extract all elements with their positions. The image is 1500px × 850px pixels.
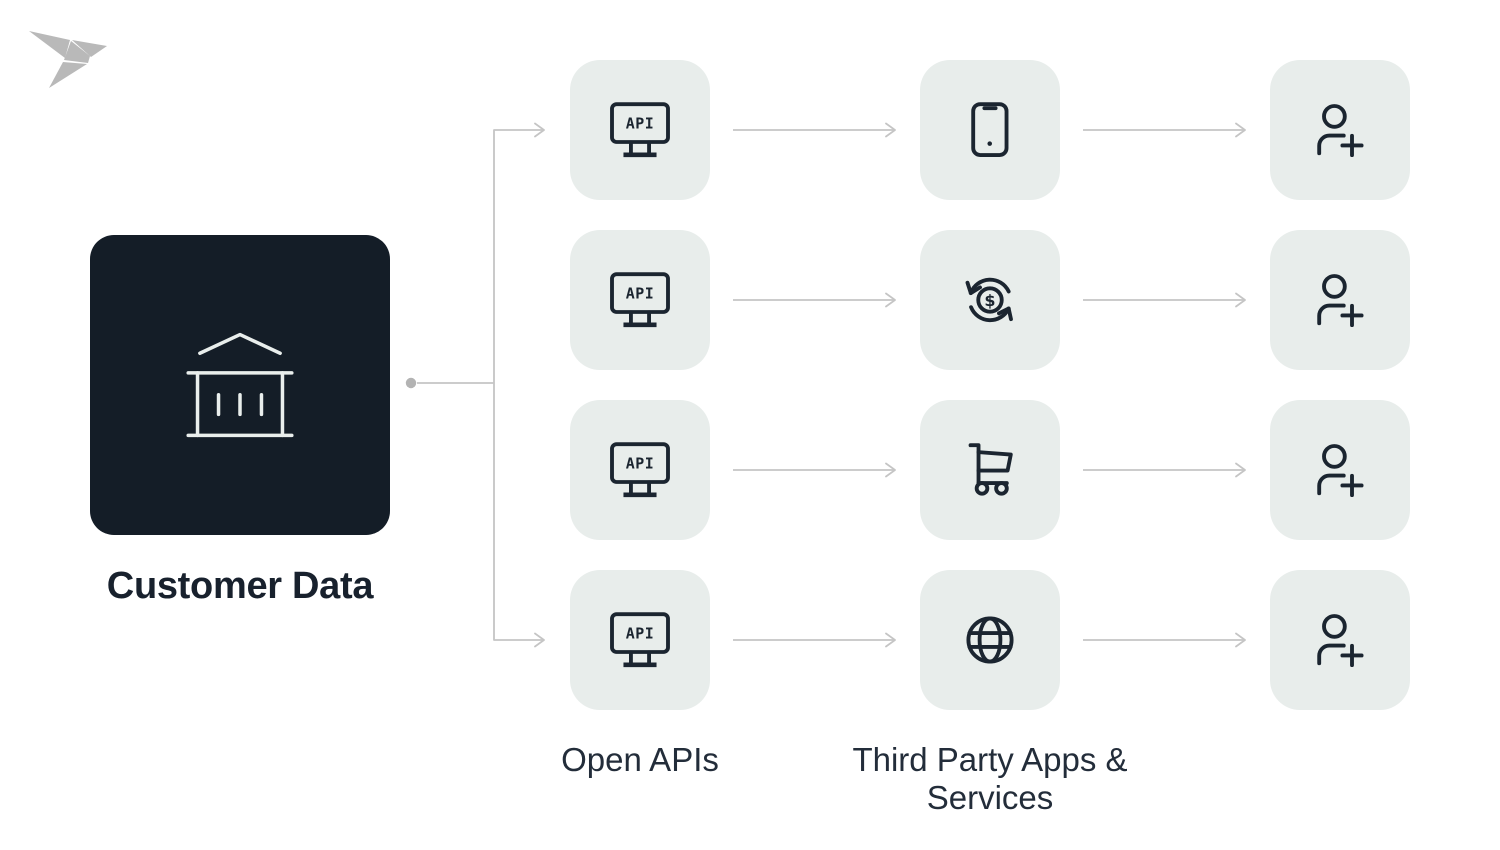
open-api-node-2: API [570, 230, 710, 370]
origami-bird-logo [29, 31, 107, 88]
third-party-label-line1: Third Party Apps & [852, 741, 1128, 778]
open-api-node-1: API [570, 60, 710, 200]
third-party-node-currency-exchange: $ [920, 230, 1060, 370]
bank-icon [186, 332, 294, 438]
user-plus-icon [1317, 104, 1364, 157]
branch-top [493, 122, 545, 383]
svg-text:API: API [626, 114, 655, 132]
svg-text:API: API [626, 284, 655, 302]
source-dot [405, 377, 417, 389]
end-user-node-1 [1270, 60, 1410, 200]
end-user-node-3 [1270, 400, 1410, 540]
end-user-node-2 [1270, 230, 1410, 370]
shopping-cart-icon [968, 443, 1013, 496]
user-plus-icon [1317, 444, 1364, 497]
open-api-node-4: API [570, 570, 710, 710]
customer-data-node [90, 235, 390, 535]
svg-text:$: $ [984, 291, 995, 310]
api-monitor-icon: API [610, 272, 670, 328]
api-monitor-icon: API [610, 102, 670, 158]
open-apis-label: Open APIs [561, 741, 719, 778]
svg-text:API: API [626, 624, 655, 642]
third-party-node-shopping-cart [920, 400, 1060, 540]
svg-text:API: API [626, 454, 655, 472]
globe-icon [966, 616, 1014, 664]
customer-data-label: Customer Data [106, 565, 374, 607]
third-party-label: Third Party Apps & Services [790, 741, 1190, 817]
third-party-node-globe [920, 570, 1060, 710]
end-user-node-4 [1270, 570, 1410, 710]
open-api-node-3: API [570, 400, 710, 540]
api-monitor-icon: API [610, 612, 670, 668]
third-party-node-smartphone [920, 60, 1060, 200]
branch-bottom [493, 383, 545, 648]
api-monitor-icon: API [610, 442, 670, 498]
third-party-label-line2: Services [926, 779, 1054, 816]
smartphone-icon [971, 102, 1009, 158]
user-plus-icon [1317, 274, 1364, 327]
currency-exchange-icon: $ [965, 277, 1013, 323]
user-plus-icon [1317, 614, 1364, 667]
